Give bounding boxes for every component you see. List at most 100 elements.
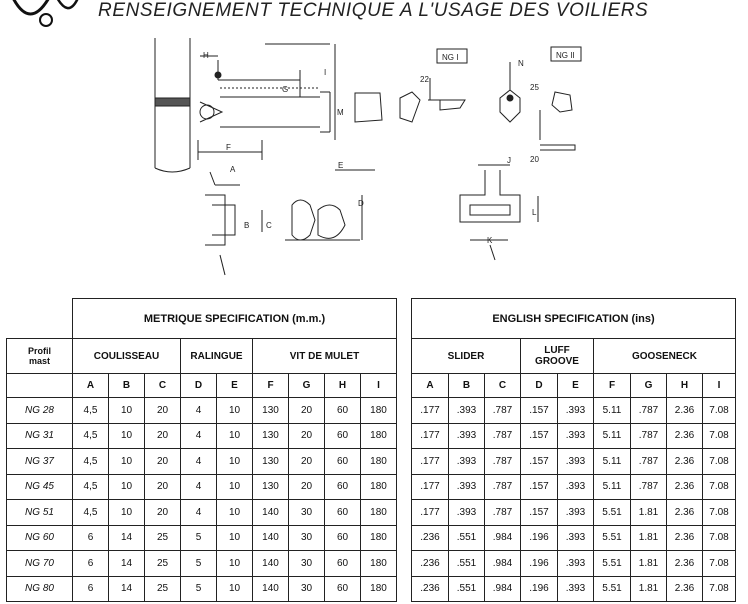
metric-value-cell: 30 bbox=[288, 550, 325, 577]
metric-value-cell: 10 bbox=[216, 473, 253, 500]
dim-label-b: B bbox=[244, 221, 249, 230]
english-value-cell: .787 bbox=[484, 448, 521, 475]
dim-label-i: I bbox=[324, 68, 326, 77]
english-value-cell: .177 bbox=[411, 397, 449, 424]
metric-col-g: G bbox=[288, 373, 325, 398]
english-col-f: F bbox=[593, 373, 631, 398]
english-group-gooseneck: GOOSENECK bbox=[593, 338, 736, 374]
mast-profile-cell: NG 37 bbox=[6, 448, 73, 475]
dim-label-k: K bbox=[487, 236, 493, 245]
english-value-cell: .787 bbox=[484, 473, 521, 500]
english-col-d: D bbox=[520, 373, 558, 398]
mast-profile-cell: NG 45 bbox=[6, 473, 73, 500]
english-value-cell: .393 bbox=[557, 524, 594, 551]
english-value-cell: 2.36 bbox=[666, 524, 703, 551]
english-col-a: A bbox=[411, 373, 449, 398]
metric-value-cell: 4 bbox=[180, 397, 217, 424]
english-value-cell: 7.08 bbox=[702, 550, 736, 577]
english-value-cell: 7.08 bbox=[702, 575, 736, 602]
dim-label-20: 20 bbox=[530, 155, 539, 164]
english-value-cell: .393 bbox=[557, 448, 594, 475]
metric-value-cell: 10 bbox=[216, 524, 253, 551]
metric-group-vit-de-mulet: VIT DE MULET bbox=[252, 338, 397, 374]
mast-profile-cell: NG 28 bbox=[6, 397, 73, 424]
english-value-cell: 7.08 bbox=[702, 499, 736, 526]
dim-label-c: C bbox=[266, 221, 272, 230]
metric-value-cell: 10 bbox=[216, 397, 253, 424]
metric-value-cell: 10 bbox=[108, 473, 145, 500]
profil-mast-label: Profil mast bbox=[6, 338, 73, 374]
english-value-cell: .157 bbox=[520, 397, 558, 424]
metric-group-coulisseau: COULISSEAU bbox=[72, 338, 181, 374]
english-value-cell: 7.08 bbox=[702, 524, 736, 551]
dim-label-n: N bbox=[518, 59, 524, 68]
metric-value-cell: 10 bbox=[216, 422, 253, 449]
metric-value-cell: 14 bbox=[108, 575, 145, 602]
mast-profile-cell: NG 31 bbox=[6, 422, 73, 449]
fitting-label-ng2: NG II bbox=[556, 51, 575, 60]
english-value-cell: .236 bbox=[411, 550, 449, 577]
english-value-cell: 1.81 bbox=[630, 499, 667, 526]
mast-profile-cell: NG 80 bbox=[6, 575, 73, 602]
english-value-cell: .157 bbox=[520, 499, 558, 526]
metric-value-cell: 130 bbox=[252, 473, 289, 500]
metric-col-f: F bbox=[252, 373, 289, 398]
english-value-cell: 5.51 bbox=[593, 550, 631, 577]
english-value-cell: 5.51 bbox=[593, 499, 631, 526]
english-value-cell: 2.36 bbox=[666, 550, 703, 577]
brand-logo-icon bbox=[12, 0, 79, 27]
english-value-cell: 2.36 bbox=[666, 575, 703, 602]
metric-value-cell: 60 bbox=[324, 448, 361, 475]
english-value-cell: .787 bbox=[484, 499, 521, 526]
metric-value-cell: 30 bbox=[288, 499, 325, 526]
dim-label-22: 22 bbox=[420, 75, 429, 84]
english-value-cell: .984 bbox=[484, 550, 521, 577]
english-value-cell: .236 bbox=[411, 524, 449, 551]
english-value-cell: .393 bbox=[557, 575, 594, 602]
metric-value-cell: 20 bbox=[144, 473, 181, 500]
english-group-luff-groove: LUFF GROOVE bbox=[520, 338, 594, 374]
metric-col-e: E bbox=[216, 373, 253, 398]
english-value-cell: 7.08 bbox=[702, 448, 736, 475]
english-col-e: E bbox=[557, 373, 594, 398]
metric-value-cell: 130 bbox=[252, 448, 289, 475]
metric-value-cell: 4 bbox=[180, 499, 217, 526]
metric-value-cell: 130 bbox=[252, 397, 289, 424]
metric-value-cell: 180 bbox=[360, 524, 397, 551]
english-value-cell: .177 bbox=[411, 422, 449, 449]
english-value-cell: 2.36 bbox=[666, 448, 703, 475]
metric-value-cell: 140 bbox=[252, 499, 289, 526]
metric-col-c: C bbox=[144, 373, 181, 398]
metric-value-cell: 5 bbox=[180, 524, 217, 551]
dim-label-m: M bbox=[337, 108, 344, 117]
mast-profile-cell: NG 60 bbox=[6, 524, 73, 551]
english-value-cell: 5.11 bbox=[593, 422, 631, 449]
dim-label-d: D bbox=[358, 199, 364, 208]
english-value-cell: 5.51 bbox=[593, 575, 631, 602]
metric-value-cell: 60 bbox=[324, 397, 361, 424]
english-value-cell: 5.11 bbox=[593, 397, 631, 424]
english-value-cell: .177 bbox=[411, 473, 449, 500]
metric-value-cell: 25 bbox=[144, 575, 181, 602]
metric-group-ralingue: RALINGUE bbox=[180, 338, 253, 374]
metric-value-cell: 180 bbox=[360, 499, 397, 526]
metric-value-cell: 180 bbox=[360, 575, 397, 602]
dim-label-25: 25 bbox=[530, 83, 539, 92]
metric-value-cell: 20 bbox=[144, 422, 181, 449]
metric-value-cell: 20 bbox=[144, 499, 181, 526]
mast-profile-cell: NG 51 bbox=[6, 499, 73, 526]
english-value-cell: .787 bbox=[630, 397, 667, 424]
english-value-cell: .393 bbox=[448, 448, 485, 475]
dim-label-e: E bbox=[338, 161, 343, 170]
english-value-cell: 7.08 bbox=[702, 422, 736, 449]
english-title: ENGLISH SPECIFICATION (ins) bbox=[411, 298, 736, 339]
metric-value-cell: 60 bbox=[324, 550, 361, 577]
